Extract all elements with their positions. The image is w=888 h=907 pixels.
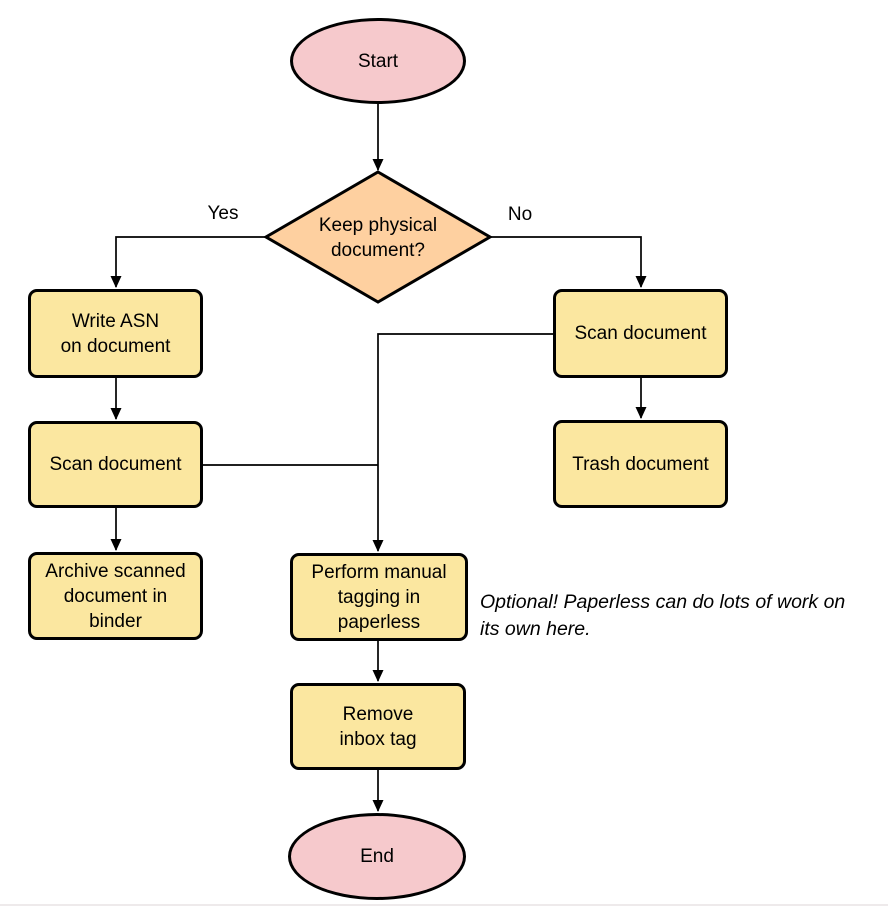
node-write-asn-label: Write ASN on document xyxy=(60,310,171,357)
edge-scan-right-to-manual-tagging xyxy=(372,333,553,552)
node-scan-document-right-label: Scan document xyxy=(574,323,707,344)
annotation-optional-note: Optional! Paperless can do lots of work … xyxy=(480,591,846,640)
node-start: Start xyxy=(290,18,466,104)
edge-decision-yes-to-write-asn xyxy=(110,236,266,288)
node-trash-document-label: Trash document xyxy=(572,453,709,475)
node-scan-document-right: Scan document xyxy=(553,289,728,378)
node-write-asn: Write ASN on document xyxy=(28,289,203,378)
node-start-label: Start xyxy=(357,50,399,72)
node-scan-document-left: Scan document xyxy=(28,421,203,508)
node-decision-label: Keep physical document? xyxy=(318,215,438,261)
node-scan-document-left-label: Scan document xyxy=(49,454,182,475)
node-end: End xyxy=(288,813,466,900)
node-decision-diamond xyxy=(263,170,493,304)
edge-label-no: No xyxy=(507,204,533,225)
node-remove-inbox-tag-label: Remove inbox tag xyxy=(339,703,417,750)
bottom-edge-divider xyxy=(0,904,888,906)
node-manual-tagging-label: Perform manual tagging in paperless xyxy=(311,561,447,633)
node-remove-inbox-tag: Remove inbox tag xyxy=(290,683,466,770)
node-archive-binder: Archive scanned document in binder xyxy=(28,552,203,640)
node-trash-document: Trash document xyxy=(553,420,728,508)
edge-label-yes: Yes xyxy=(207,203,239,224)
edge-decision-no-to-scan-right xyxy=(490,236,647,288)
node-manual-tagging: Perform manual tagging in paperless xyxy=(290,553,468,641)
node-archive-binder-label: Archive scanned document in binder xyxy=(45,560,186,632)
node-end-label: End xyxy=(360,846,394,867)
